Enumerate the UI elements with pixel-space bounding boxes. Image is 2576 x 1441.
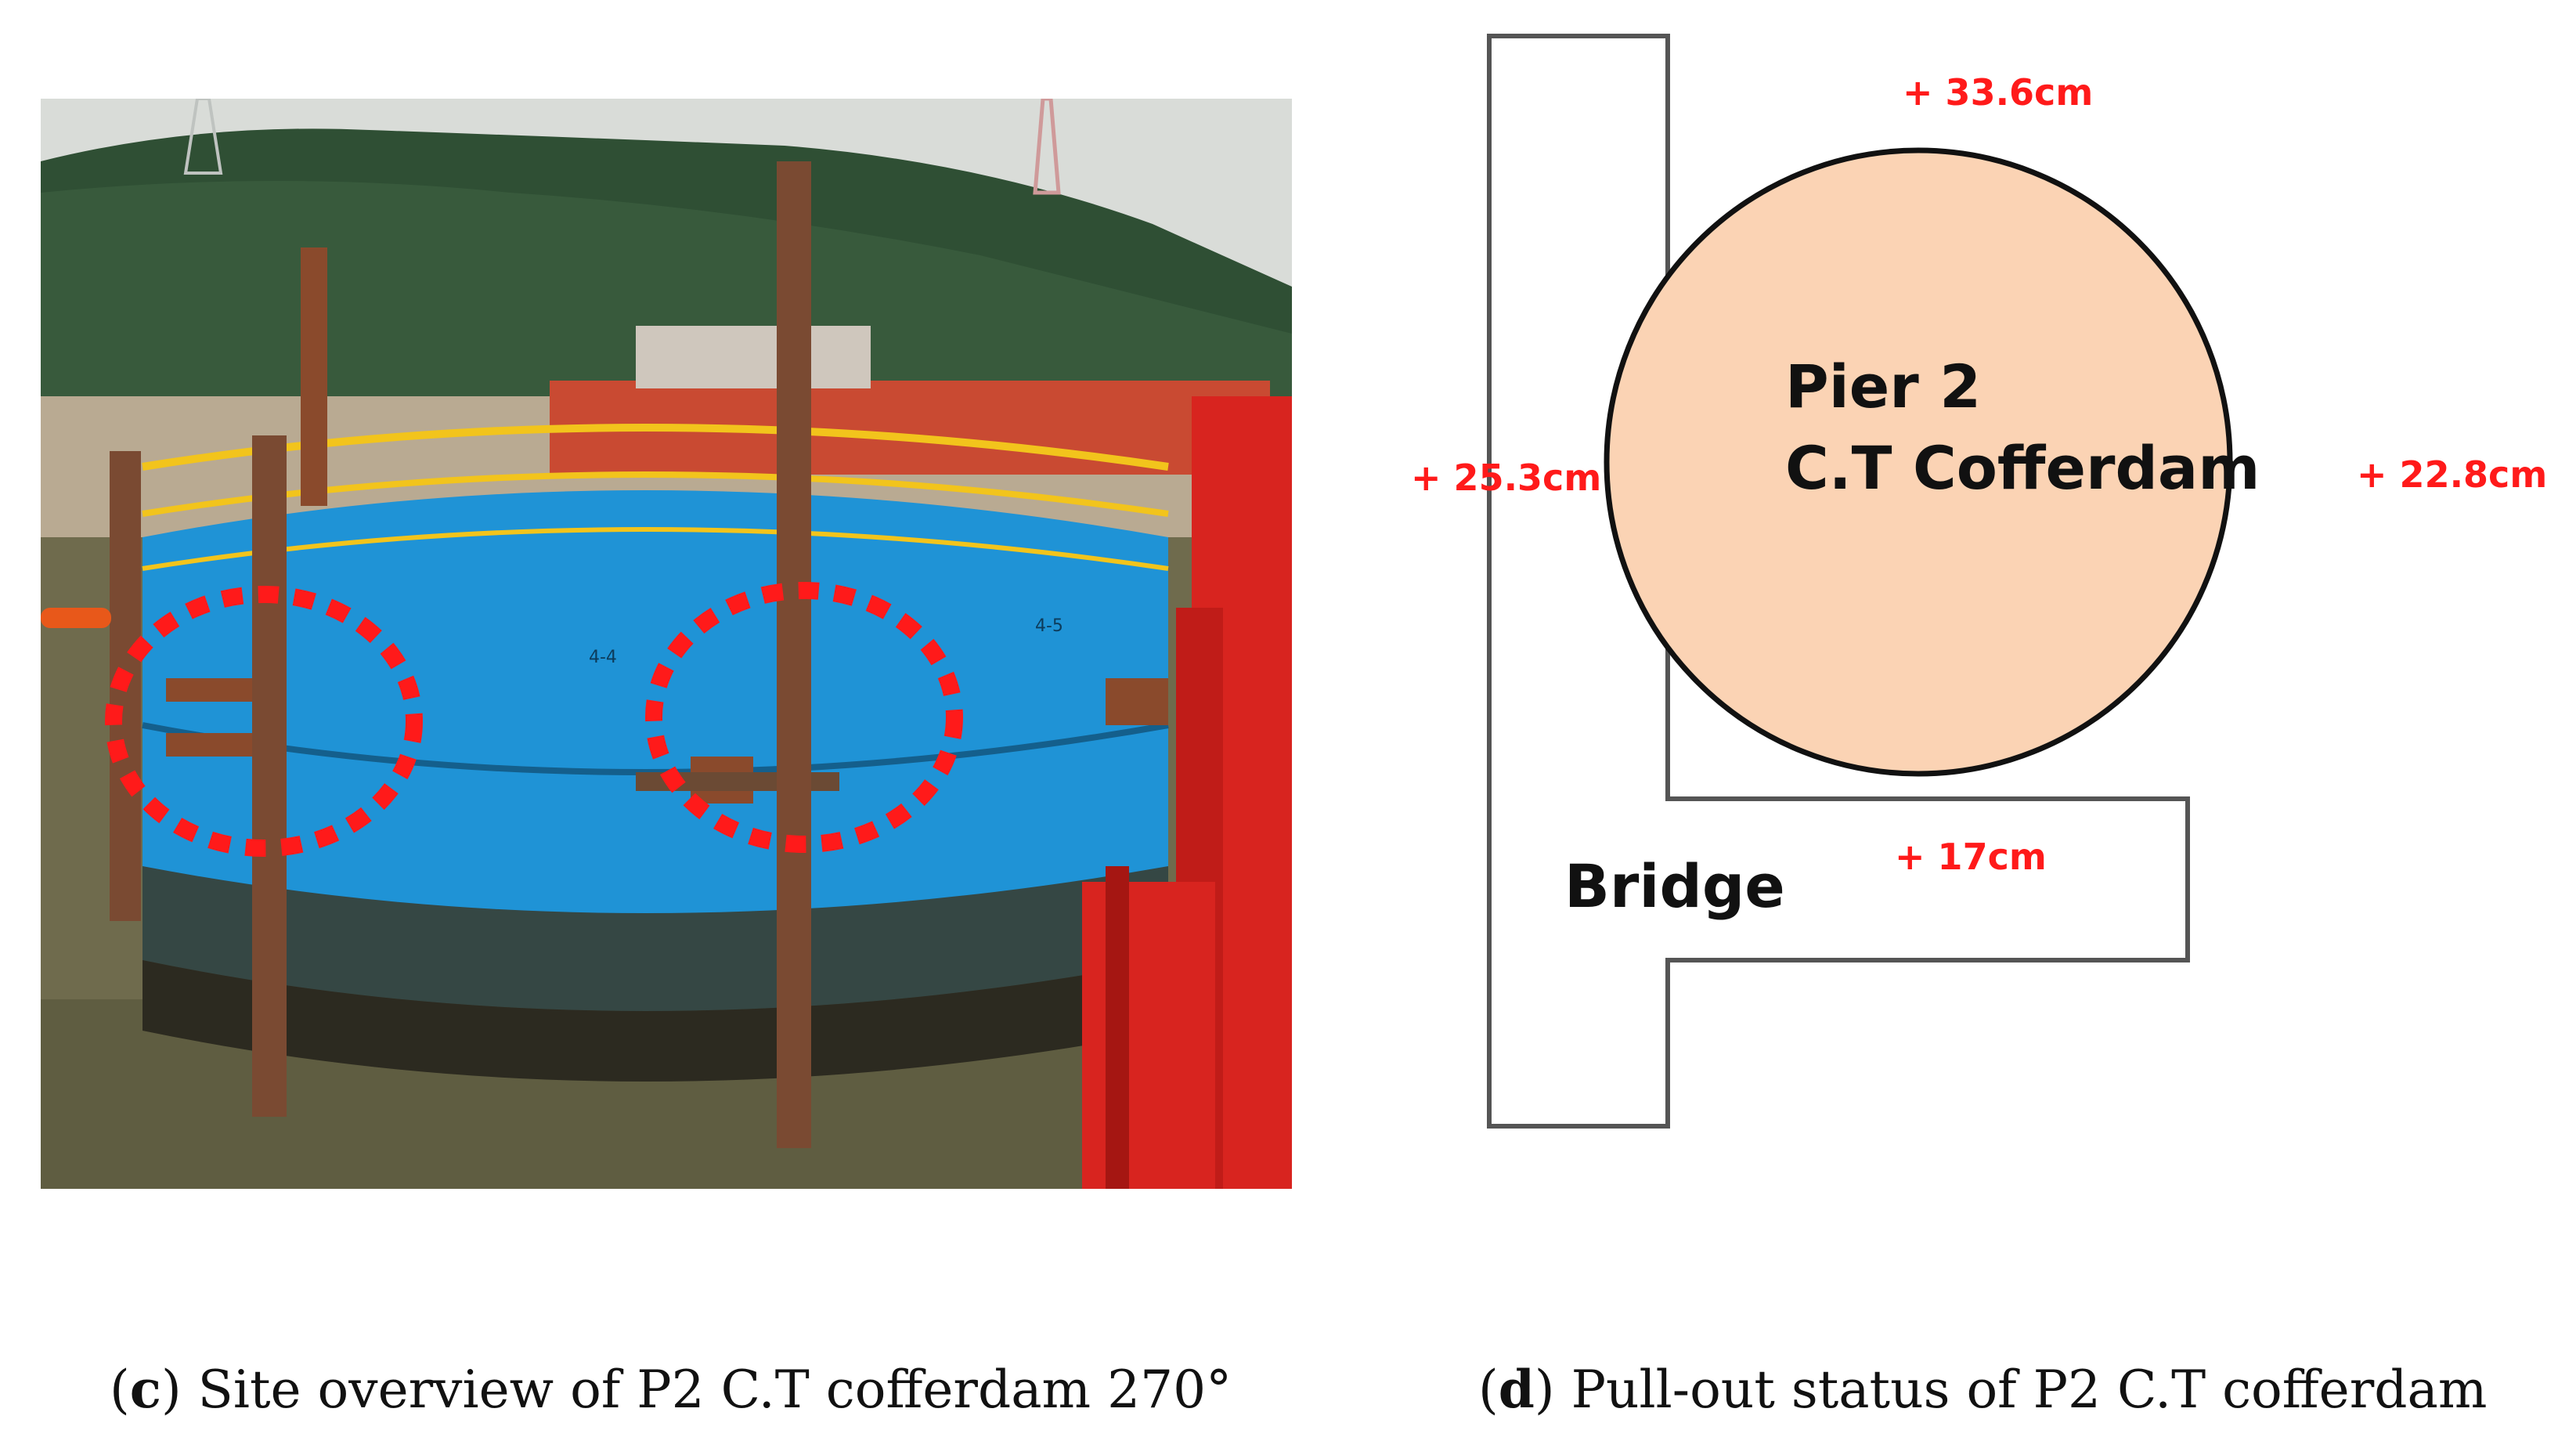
caption-c-letter: c [129, 1359, 161, 1420]
pull-out-diagram: Pier 2 C.T Cofferdam Bridge + 33.6cm + 2… [1394, 16, 2568, 1159]
displacement-left: + 25.3cm [1411, 457, 1601, 499]
steel-pile [252, 435, 287, 1117]
caption-c-text: Site overview of P2 C.T cofferdam 270° [197, 1360, 1232, 1420]
caption-d-letter: d [1498, 1359, 1535, 1420]
marking-4-5: 4-5 [1035, 616, 1063, 636]
displacement-bridge: + 17cm [1895, 836, 2047, 878]
highlight-circle-left [105, 586, 423, 857]
railing [142, 424, 1169, 471]
highlight-circle-right [645, 582, 963, 853]
waterline-stain [143, 866, 1168, 1019]
cofferdam-circle [1604, 147, 2233, 777]
bridge-label: Bridge [1564, 851, 1785, 921]
steel-pile [777, 161, 811, 1148]
displacement-top: + 33.6cm [1903, 71, 2093, 114]
site-photo-illustration: 4-4 4-5 [41, 99, 1292, 1189]
transmission-tower-icon [183, 99, 223, 175]
caption-c: (c) Site overview of P2 C.T cofferdam 27… [110, 1359, 1232, 1420]
caption-d-text: Pull-out status of P2 C.T cofferdam [1571, 1360, 2488, 1420]
site-photo: 4-4 4-5 [41, 99, 1292, 1189]
steel-pile [301, 247, 327, 506]
transmission-tower-icon [1033, 99, 1061, 195]
cofferdam-label: C.T Cofferdam [1785, 433, 2260, 503]
pier-label: Pier 2 [1785, 352, 1981, 421]
displacement-right: + 22.8cm [2357, 453, 2547, 496]
caption-d: (d) Pull-out status of P2 C.T cofferdam [1478, 1359, 2488, 1420]
site-cabin [636, 326, 871, 388]
buoy [41, 608, 111, 628]
marking-4-4: 4-4 [589, 648, 617, 667]
pull-out-diagram-svg: Pier 2 C.T Cofferdam Bridge + 33.6cm + 2… [1411, 34, 2547, 1129]
